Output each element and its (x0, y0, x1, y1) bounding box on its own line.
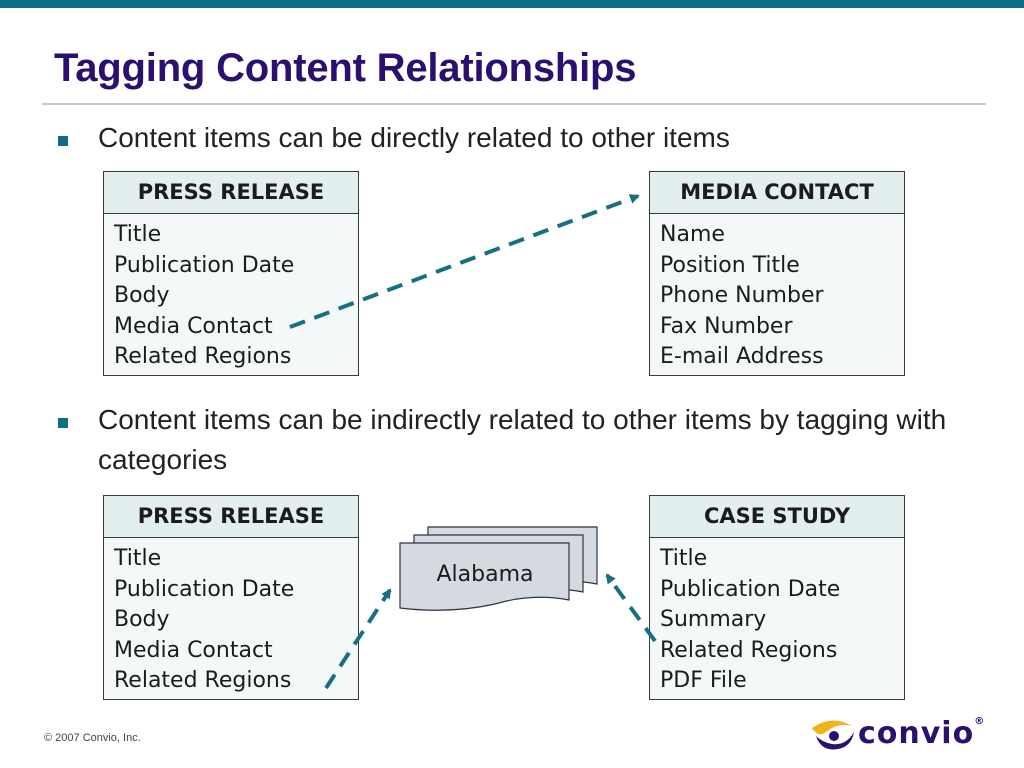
field-pdf-file: PDF File (660, 668, 747, 694)
category-tag-stack-icon (399, 526, 598, 611)
field-title: Title (660, 546, 708, 571)
field-fax-number: Fax Number (660, 313, 793, 339)
arrow-press-release-to-tag (324, 588, 392, 690)
media-contact-box: MEDIA CONTACT Name Position Title Phone … (649, 171, 905, 376)
case-study-box: CASE STUDY Title Publication Date Summar… (649, 495, 905, 700)
field-media-contact: Media Contact (114, 637, 273, 663)
field-position-title: Position Title (660, 252, 800, 278)
press-release-box-indirect: PRESS RELEASE Title Publication Date Bod… (103, 495, 359, 700)
field-title: Title (114, 222, 162, 247)
slide-title: Tagging Content Relationships (54, 46, 637, 90)
field-name: Name (660, 222, 725, 247)
bullet-square-icon (58, 136, 68, 146)
registered-mark: ® (974, 716, 986, 727)
field-publication-date: Publication Date (114, 252, 295, 278)
box-fields: Title Publication Date Body Media Contac… (104, 214, 358, 375)
field-publication-date: Publication Date (114, 576, 295, 602)
box-fields: Name Position Title Phone Number Fax Num… (650, 214, 904, 375)
field-email-address: E-mail Address (660, 344, 824, 370)
field-body: Body (114, 607, 170, 633)
arrow-direct-relation (289, 194, 640, 329)
box-header: PRESS RELEASE (104, 496, 358, 538)
convio-logo-mark-icon (812, 720, 854, 750)
convio-wordmark: convio® (858, 716, 985, 751)
bullet-square-icon (58, 418, 68, 428)
box-fields: Title Publication Date Summary Related R… (650, 538, 904, 699)
title-divider (42, 103, 986, 105)
copyright-footer: © 2007 Convio, Inc. (44, 732, 141, 744)
category-tag-label: Alabama (436, 562, 534, 587)
box-header: CASE STUDY (650, 496, 904, 538)
box-header: PRESS RELEASE (104, 172, 358, 214)
field-related-regions: Related Regions (114, 344, 292, 370)
field-related-regions: Related Regions (114, 668, 292, 694)
tag-card-front (399, 542, 570, 611)
press-release-box-direct: PRESS RELEASE Title Publication Date Bod… (103, 171, 359, 376)
field-summary: Summary (660, 607, 767, 633)
field-body: Body (114, 283, 170, 309)
top-accent-bar (0, 0, 1024, 8)
logo-text: convio (858, 716, 975, 751)
convio-logo: convio® (808, 712, 998, 756)
box-fields: Title Publication Date Body Media Contac… (104, 538, 358, 699)
field-title: Title (114, 546, 162, 571)
box-header: MEDIA CONTACT (650, 172, 904, 214)
field-phone-number: Phone Number (660, 283, 824, 309)
field-publication-date: Publication Date (660, 576, 841, 602)
bullet-text-2: Content items can be indirectly related … (98, 404, 947, 475)
field-related-regions: Related Regions (660, 637, 838, 663)
bullet-text-1: Content items can be directly related to… (98, 122, 730, 153)
arrow-case-study-to-tag (605, 573, 657, 643)
field-media-contact: Media Contact (114, 313, 273, 339)
